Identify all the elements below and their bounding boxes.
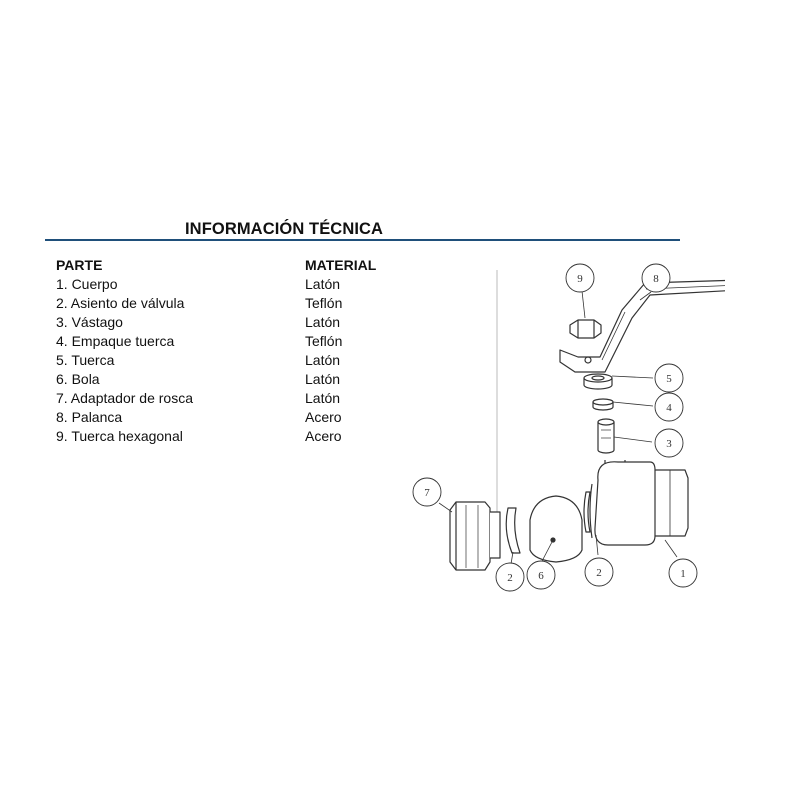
part-name: 8. Palanca	[56, 409, 123, 425]
ball-part-icon	[529, 495, 583, 563]
callout-label: 1	[680, 568, 686, 580]
parts-row: 4. Empaque tuerca Teflón	[56, 332, 416, 351]
exploded-valve-diagram: 9 8 5 4 3 7 2 6 2 1	[412, 263, 725, 592]
part-name: 6. Bola	[56, 371, 100, 387]
material-column-header: MATERIAL	[305, 257, 377, 273]
leader-lines	[438, 290, 678, 571]
parts-row: 9. Tuerca hexagonal Acero	[56, 427, 416, 446]
callout-circles	[412, 263, 698, 592]
parts-row: 2. Asiento de válvula Teflón	[56, 294, 416, 313]
part-name: 2. Asiento de válvula	[56, 295, 185, 311]
part-material: Teflón	[305, 333, 343, 349]
part-material: Latón	[305, 314, 341, 330]
part-material: Latón	[305, 276, 341, 292]
callout-label: 7	[424, 487, 430, 499]
packing-nut-part-icon	[592, 398, 614, 411]
hex-nut-part-icon	[569, 319, 602, 339]
thread-adapter-part-icon	[449, 501, 501, 571]
part-column-header: PARTE	[56, 257, 103, 273]
valve-seat-part-icon	[583, 491, 591, 533]
parts-row: 5. Tuerca Latón	[56, 351, 416, 370]
parts-row: 6. Bola Latón	[56, 370, 416, 389]
callout-label: 8	[653, 273, 659, 285]
title-rule	[45, 239, 680, 241]
part-name: 5. Tuerca	[56, 352, 115, 368]
parts-row: 8. Palanca Acero	[56, 408, 416, 427]
part-material: Latón	[305, 371, 341, 387]
callout-label: 4	[666, 402, 672, 414]
callout-label: 3	[666, 438, 672, 450]
part-material: Teflón	[305, 295, 343, 311]
parts-row: 3. Vástago Latón	[56, 313, 416, 332]
part-name: 9. Tuerca hexagonal	[56, 428, 183, 444]
callout-label: 2	[596, 567, 602, 579]
callout-label: 9	[577, 273, 583, 285]
part-name: 7. Adaptador de rosca	[56, 390, 193, 406]
valve-body-part-icon	[589, 460, 689, 546]
stem-part-icon	[597, 418, 615, 454]
part-name: 3. Vástago	[56, 314, 123, 330]
part-material: Latón	[305, 390, 341, 406]
callout-label: 2	[507, 572, 513, 584]
section-title: INFORMACIÓN TÉCNICA	[185, 220, 384, 238]
part-material: Latón	[305, 352, 341, 368]
parts-table: 1. Cuerpo Latón 2. Asiento de válvula Te…	[56, 275, 416, 446]
part-material: Acero	[305, 409, 342, 425]
valve-seat-left-part-icon	[505, 507, 521, 554]
callout-label: 5	[666, 373, 672, 385]
part-name: 4. Empaque tuerca	[56, 333, 175, 349]
part-material: Acero	[305, 428, 342, 444]
callout-label: 6	[538, 570, 544, 582]
lever-part-icon	[559, 279, 725, 373]
part-name: 1. Cuerpo	[56, 276, 118, 292]
parts-row: 7. Adaptador de rosca Latón	[56, 389, 416, 408]
nut-part-icon	[583, 373, 613, 390]
parts-row: 1. Cuerpo Latón	[56, 275, 416, 294]
